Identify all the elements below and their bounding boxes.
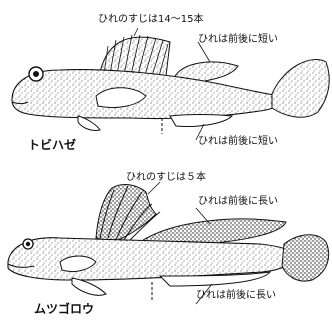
mutsugoro-anal-length-label: ひれは前後に長い <box>196 290 276 302</box>
tobihaze-anal-fin <box>170 115 232 127</box>
mutsugoro-pelvic-fin <box>72 278 106 295</box>
mutsugoro-dorsal-length-label: ひれは前後に長い <box>198 196 278 208</box>
tobihaze-pupil <box>33 71 39 77</box>
mutsugoro-pupil <box>26 242 30 246</box>
fish-mutsugoro <box>8 182 329 304</box>
tobihaze-tail-fin <box>272 60 329 118</box>
mutsugoro-first-dorsal-fin <box>96 185 156 242</box>
tobihaze-name: トビハゼ <box>28 138 76 152</box>
tobihaze-anal-length-label: ひれは前後に短い <box>198 136 278 148</box>
tobihaze-dorsal-length-label: ひれは前後に短い <box>198 34 278 46</box>
mutsugoro-name: ムツゴロウ <box>34 302 94 316</box>
fish-tobihaze <box>12 28 329 140</box>
mutsugoro-tail-fin <box>282 235 329 281</box>
tobihaze-dorsal-rays-label: ひれのすじは14〜15本 <box>98 14 203 26</box>
tobihaze-body <box>12 70 280 119</box>
mutsugoro-dorsal-rays-label: ひれのすじは５本 <box>126 172 206 184</box>
